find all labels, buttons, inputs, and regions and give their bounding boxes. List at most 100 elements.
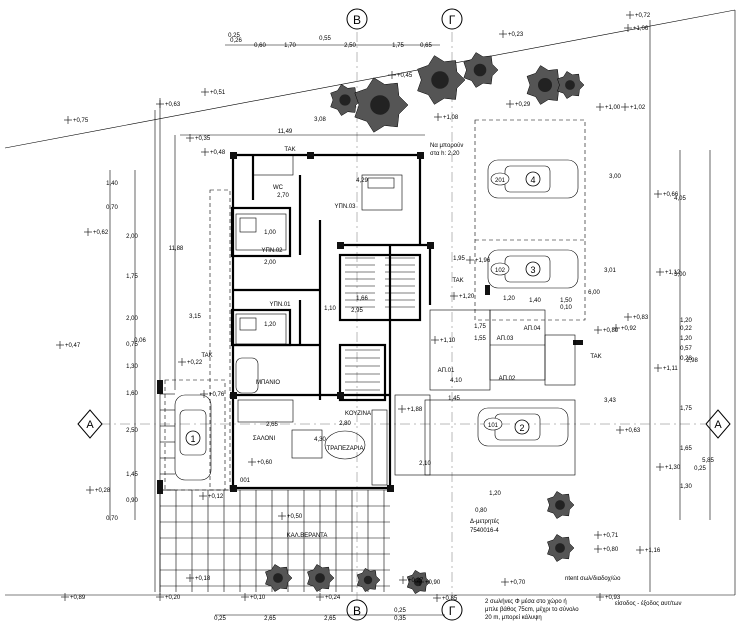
dimension-label: 1,30 (126, 364, 138, 370)
dimension-label: 1,75 (680, 406, 692, 412)
svg-text:+1,11: +1,11 (663, 366, 678, 372)
svg-text:102: 102 (495, 268, 506, 274)
dimension-label: 0,55 (319, 36, 331, 42)
tree-3 (417, 55, 466, 105)
label-bathroom: ΜΠΑΝΙΟ (256, 380, 280, 386)
tree-11 (356, 567, 381, 593)
dimension-label: 1,75 (126, 274, 138, 280)
svg-text:3: 3 (530, 265, 535, 275)
dimension-label: 0,65 (420, 43, 432, 49)
dimension-label: 0,06 (134, 338, 146, 344)
svg-text:+0,62: +0,62 (93, 230, 109, 236)
label-kitchen: ΚΟΥΖΙΝΑ (345, 411, 371, 417)
dimension-label: 1,10 (324, 306, 336, 312)
elevation-mark: +0,63 (616, 426, 641, 434)
svg-text:101: 101 (488, 423, 499, 429)
elevation-mark: +0,47 (56, 341, 81, 349)
dimension-label: 1,30 (680, 484, 692, 490)
elevation-mark: +0,18 (186, 574, 211, 582)
dimension-lines (109, 44, 711, 616)
elevation-mark: +0,80 (594, 545, 619, 553)
dimension-label: 3,01 (604, 268, 616, 274)
svg-text:είσοδος - έξοδος αυτ/των: είσοδος - έξοδος αυτ/των (615, 600, 681, 607)
svg-text:+1,20: +1,20 (459, 294, 475, 300)
svg-text:+0,93: +0,93 (605, 595, 621, 601)
tree-10 (307, 564, 335, 592)
dimension-label: 0,80 (475, 508, 487, 514)
svg-text:+0,48: +0,48 (210, 150, 226, 156)
svg-text:+0,10: +0,10 (250, 595, 266, 601)
svg-text:Γ: Γ (449, 604, 456, 618)
dimension-label: 3,00 (674, 272, 686, 278)
svg-text:4: 4 (530, 175, 535, 185)
svg-text:+0,28: +0,28 (95, 488, 111, 494)
site-boundary (4, 9, 736, 596)
elevation-mark: +0,92 (612, 324, 637, 332)
svg-text:+0,45: +0,45 (397, 73, 413, 79)
elevation-mark: +0,85 (433, 594, 458, 602)
dimension-label: 2,50 (126, 428, 138, 434)
dimension-label: 1,50 (560, 298, 572, 304)
dimension-label: 2,80 (339, 421, 351, 427)
dimension-label: 1,20 (489, 491, 501, 497)
svg-text:+0,29: +0,29 (515, 102, 531, 108)
svg-text:+0,72: +0,72 (635, 13, 651, 19)
elevation-mark: +1,11 (654, 364, 678, 372)
svg-text:+0,20: +0,20 (165, 595, 181, 601)
label-tak-4: ΤΑΚ (590, 354, 601, 360)
tree-5 (526, 65, 566, 105)
svg-text:+0,22: +0,22 (187, 360, 203, 366)
parking-outline (164, 119, 586, 491)
label-wc: WC (273, 185, 284, 191)
dimension-label: 0,70 (106, 205, 118, 211)
dimension-label: 0,25 (228, 33, 240, 39)
label-tak-1: ΤΑΚ (284, 147, 295, 153)
dimension-label: 1,20 (264, 322, 276, 328)
dimension-label: 4,30 (314, 437, 326, 443)
svg-text:+1,96: +1,96 (475, 258, 491, 264)
tree-2 (354, 77, 409, 133)
svg-text:ntent σωλ/διαδοχ/ώο: ntent σωλ/διαδοχ/ώο (565, 576, 621, 582)
dimension-label: 1,65 (680, 446, 692, 452)
columns (157, 152, 583, 494)
room-labels: WC ΥΠΝ.03 ΥΠΝ.02 ΥΠΝ.01 ΜΠΑΝΙΟ ΚΟΥΖΙΝΑ Σ… (201, 147, 601, 539)
svg-text:+0,51: +0,51 (210, 90, 226, 96)
svg-text:Α: Α (86, 419, 94, 431)
tree-6 (557, 71, 585, 99)
svg-text:+1,08: +1,08 (443, 115, 459, 121)
elevation-mark: +0,90 (416, 578, 441, 586)
car-3: 3 102 (487, 249, 579, 289)
dimension-label: 1,55 (474, 336, 486, 342)
svg-text:+1,16: +1,16 (645, 548, 661, 554)
dimension-label: 2,95 (351, 308, 363, 314)
dimension-label: 0,75 (126, 342, 138, 348)
dimension-label: 0,25 (214, 616, 226, 622)
svg-text:στα h: 2,20: στα h: 2,20 (430, 151, 460, 157)
svg-text:Β: Β (353, 13, 361, 27)
tag-001: 001 (240, 478, 251, 484)
dimension-label: 0,28 (680, 356, 692, 362)
label-ap03: ΑΠ.03 (497, 336, 514, 342)
svg-text:μπλε βάθος 75cm, μέχρι το σύνο: μπλε βάθος 75cm, μέχρι το σύνολο (485, 606, 579, 613)
label-living: ΣΑΛΟΝΙ (253, 436, 276, 442)
svg-text:Να μπορούν: Να μπορούν (430, 143, 463, 149)
elevation-mark: +0,29 (506, 100, 531, 108)
svg-text:+0,80: +0,80 (603, 328, 619, 334)
staircase (345, 257, 415, 391)
dimension-label: 2,00 (126, 316, 138, 322)
elevation-mark: +0,75 (64, 116, 89, 124)
furniture (235, 154, 403, 486)
elevation-mark: +0,83 (624, 313, 649, 321)
grid-axis-a-right: Α (705, 409, 731, 439)
elevation-mark: +0,71 (594, 531, 619, 539)
dimension-label: 0,25 (394, 608, 406, 614)
dimension-label: 3,15 (189, 314, 201, 320)
dimension-label: 1,20 (680, 318, 692, 324)
elevation-mark: +0,66 (654, 190, 679, 198)
grid-axis-b-top: Β (346, 8, 368, 30)
svg-text:+0,24: +0,24 (325, 595, 341, 601)
terrace-tiling (159, 393, 390, 592)
label-dining: ΤΡΑΠΕΖΑΡΙΑ (327, 446, 364, 452)
elevation-markers: +0,75+0,63+0,51+0,45+0,35+0,48+0,62+0,47… (56, 11, 681, 602)
